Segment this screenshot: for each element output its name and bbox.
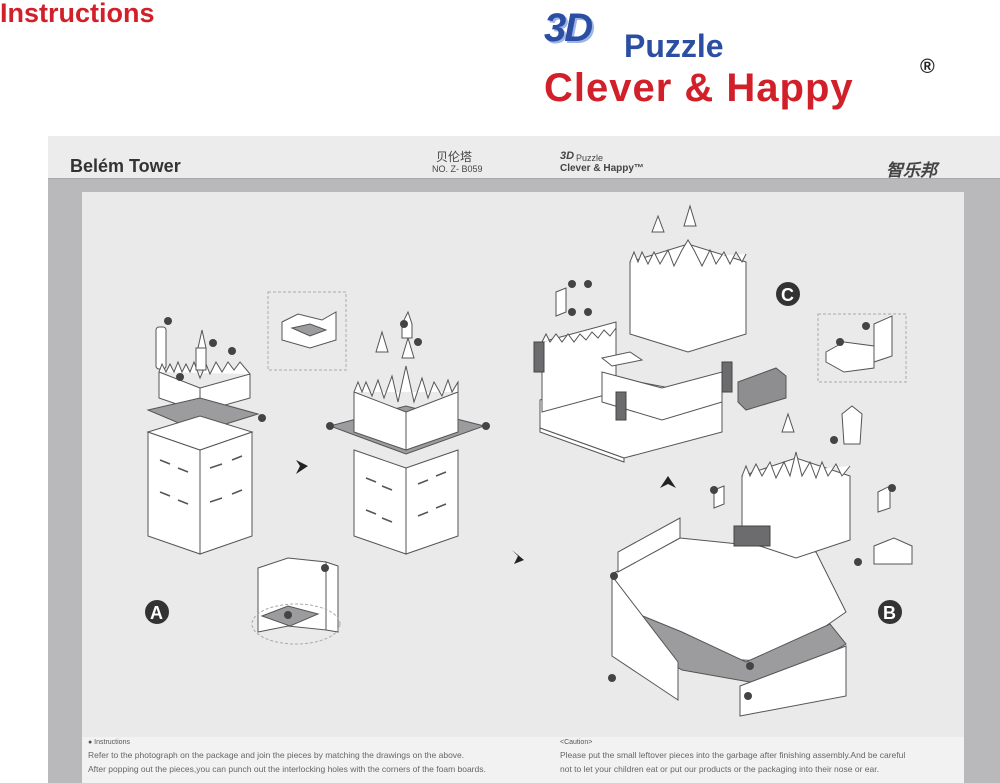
castle-wall-battlement	[541, 327, 617, 343]
mid-tower-left	[353, 449, 407, 555]
arrow-down-right-icon	[512, 550, 524, 564]
castle-tower-battlement	[629, 239, 747, 268]
fortress-spire	[781, 412, 795, 433]
model-name-cn: 贝伦塔	[436, 150, 473, 164]
mini-logo-tagline: Clever & Happy™	[560, 163, 644, 174]
caution-heading: <Caution>	[560, 739, 593, 746]
brand-logo: 3D Puzzle Clever & Happy ®	[544, 4, 964, 114]
instructions-line-1: Refer to the photograph on the package a…	[88, 750, 465, 760]
castle-floor-edge	[539, 427, 625, 463]
callout-small-b	[877, 485, 891, 513]
mid-tower-upper-right	[405, 391, 459, 451]
small-piece-c	[555, 287, 567, 317]
step-b-label: B	[883, 603, 896, 623]
arrow-right-icon	[296, 460, 308, 474]
logo-tagline: Clever & Happy	[544, 66, 854, 110]
sheet-header: Belém Tower 贝伦塔 NO. Z- B059 3D Puzzle Cl…	[48, 136, 1000, 181]
callout-box-a	[267, 291, 347, 371]
instructions-line-2: After popping out the pieces,you can pun…	[88, 764, 486, 774]
registered-mark: ®	[920, 56, 935, 78]
step-c-label: C	[781, 285, 794, 305]
castle-annex-dark	[737, 367, 787, 411]
castle-sentry-right	[721, 361, 733, 393]
step-a-badge	[145, 600, 169, 624]
step-a-assembly	[146, 291, 347, 645]
instructions-heading: ● Instructions	[88, 739, 130, 746]
caution-line-2: not to let your children eat or put our …	[560, 764, 879, 774]
step-b-badge	[878, 600, 902, 624]
mid-spire-left	[375, 330, 389, 353]
turret-post	[195, 347, 207, 371]
mini-logo-3d: 3D	[560, 150, 575, 162]
step-a-label: A	[150, 603, 163, 623]
fortress-wall-front	[739, 645, 847, 717]
model-name: Belém Tower	[70, 156, 181, 176]
castle-inner-frame	[600, 351, 644, 367]
caution-line-1: Please put the small leftover pieces int…	[560, 750, 906, 760]
tower-base-top	[146, 415, 254, 451]
instruction-sheet: Belém Tower 贝伦塔 NO. Z- B059 3D Puzzle Cl…	[48, 136, 1000, 783]
step-a2-assembly	[326, 310, 490, 555]
castle-sentry-left	[533, 341, 545, 373]
fold-arc	[251, 603, 341, 645]
callout-box-c	[817, 313, 907, 383]
fortress-balcony-dark	[733, 525, 771, 547]
callout-dome	[873, 537, 913, 565]
mid-tower-battlement	[353, 365, 459, 404]
logo-puzzle: Puzzle	[624, 28, 724, 64]
mid-spire-right	[401, 336, 415, 359]
step-b-assembly: B	[608, 405, 913, 717]
brand-mark: 智乐邦	[886, 161, 937, 181]
callout-shield	[841, 405, 863, 445]
fortress-wall-left	[611, 574, 679, 701]
fortress-wall-back	[617, 517, 681, 573]
step-c-assembly: C	[533, 204, 907, 463]
castle-spire-1	[651, 214, 665, 233]
turret-spire	[197, 329, 207, 349]
assembly-diagram: C	[145, 204, 913, 717]
mid-tower-right	[405, 449, 459, 555]
callout-piece-a-grey	[290, 323, 328, 337]
cylinder-piece	[155, 326, 167, 370]
mini-logo-puzzle: Puzzle	[576, 153, 604, 163]
step-c-badge	[776, 282, 800, 306]
callout-piece-c2	[873, 315, 893, 363]
notes-panel: ● Instructions Refer to the photograph o…	[82, 737, 964, 783]
page-title: Instructions	[0, 0, 155, 28]
diagram-canvas: C	[82, 192, 964, 737]
logo-3d: 3D	[544, 6, 593, 50]
castle-sentry-box	[615, 391, 627, 421]
tower-base-right	[199, 431, 253, 555]
tower-base-left	[147, 431, 201, 555]
mini-logo: 3D Puzzle Clever & Happy™	[560, 150, 670, 178]
fortress-tower-battlement	[741, 451, 851, 480]
unfolded-wall-side	[325, 561, 339, 633]
model-number: NO. Z- B059	[432, 164, 483, 174]
callout-piece-c	[825, 341, 875, 373]
castle-spire-2	[683, 204, 697, 227]
arrow-up-icon	[660, 476, 676, 488]
